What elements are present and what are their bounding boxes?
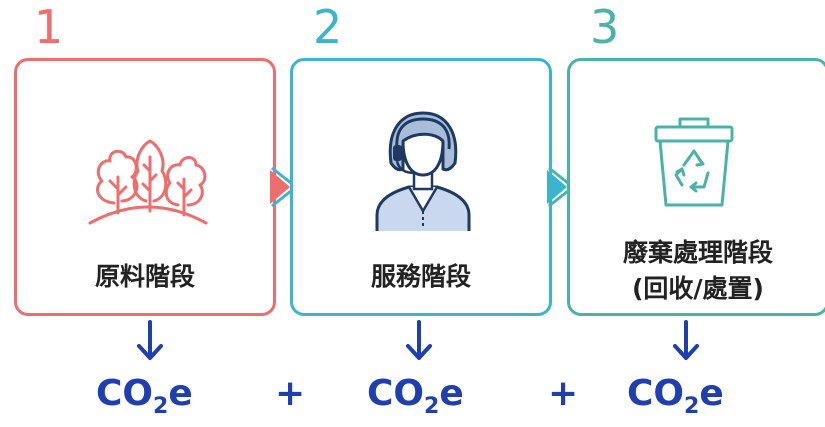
co2e-subscript: 2 — [153, 394, 169, 419]
co2e-stage-3: CO2e — [627, 374, 724, 427]
stage-3-number: 3 — [590, 0, 620, 54]
stage-2-box: 服務階段 — [290, 58, 552, 316]
co2e-stage-1: CO2e — [96, 374, 193, 427]
co2e-e: e — [699, 373, 724, 414]
co2e-e: e — [439, 373, 464, 414]
co2e-e: e — [168, 373, 193, 414]
stage-1-box: 原料階段 — [14, 58, 276, 316]
stage-2-number: 2 — [313, 0, 343, 54]
person-headset-icon — [375, 111, 471, 231]
recycle-bin-icon — [654, 117, 734, 207]
stage-3-label-line1: 廢棄處理階段 — [622, 238, 773, 267]
co2e-stage-2: CO2e — [367, 374, 464, 427]
down-arrow-icon — [406, 320, 432, 360]
down-arrow-icon — [137, 320, 163, 360]
co2e-subscript: 2 — [424, 394, 440, 419]
stage-1-number: 1 — [34, 0, 64, 54]
co2e-co: CO — [627, 373, 685, 414]
co2e-co: CO — [96, 373, 154, 414]
co2e-co: CO — [367, 373, 425, 414]
down-arrow-icon — [673, 320, 699, 360]
stage-1-label: 原料階段 — [94, 262, 195, 291]
stage-2-label: 服務階段 — [370, 262, 471, 291]
co2e-subscript: 2 — [684, 394, 700, 419]
plus-operator-2: + — [548, 373, 579, 414]
plus-operator-1: + — [275, 373, 306, 414]
stage-3-box: 廢棄處理階段 (回收/處置) — [567, 58, 825, 316]
trees-icon — [88, 139, 208, 225]
stage-3-label-line2: (回收/處置) — [632, 274, 764, 303]
